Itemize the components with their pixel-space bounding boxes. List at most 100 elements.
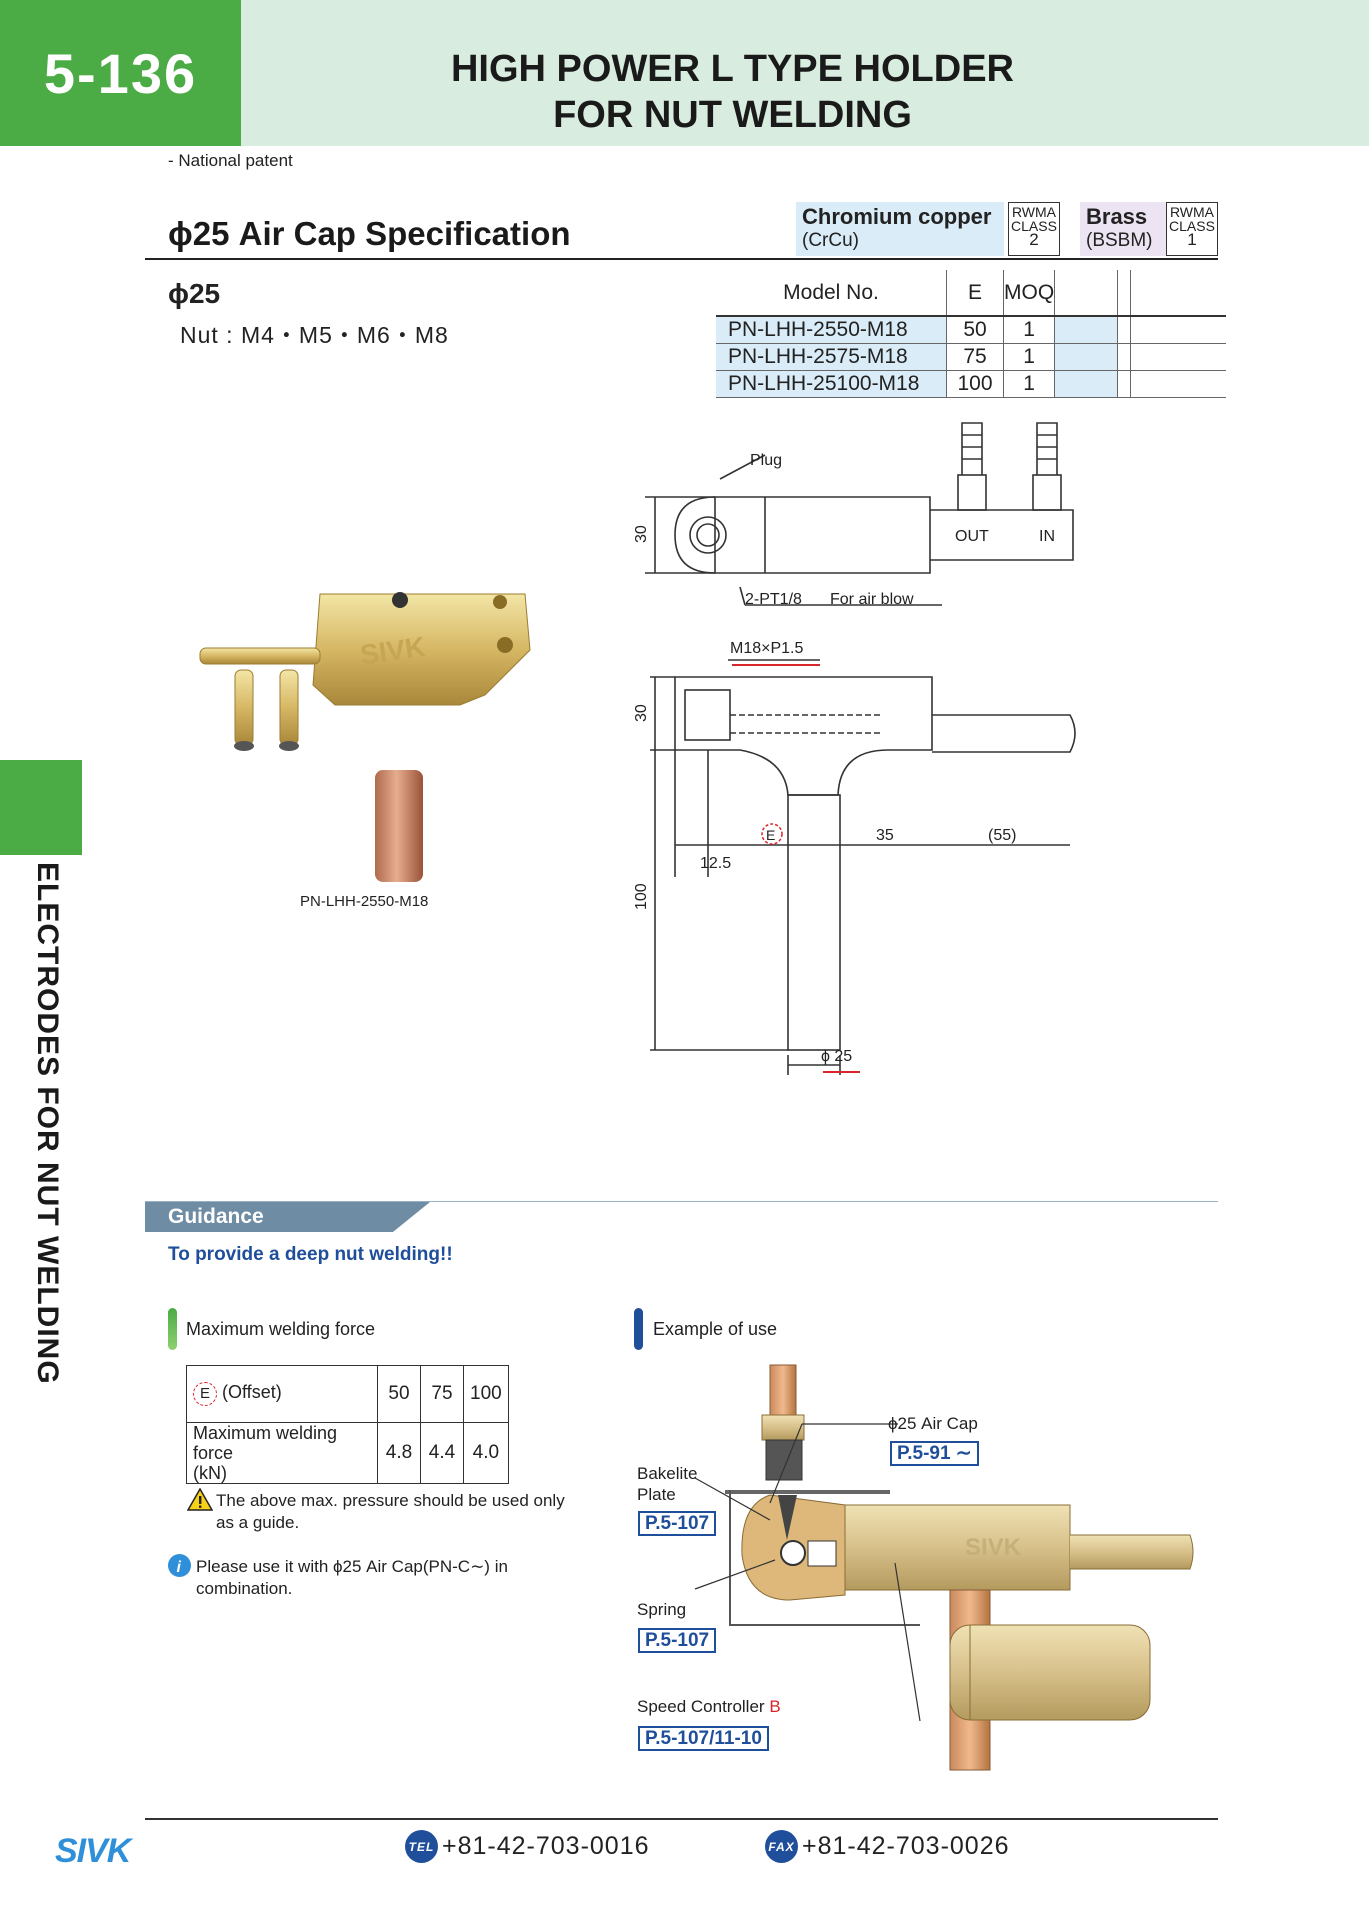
speed-controller-page-link[interactable]: P.5-107/11-10 [638,1726,769,1751]
warning-icon [187,1488,213,1511]
air-nipple-lower-1 [234,669,254,746]
footer-logo: SIVK [55,1832,131,1870]
tel-contact: TEL +81-42-703-0016 [405,1830,650,1863]
dim-e-label: E [766,827,775,843]
offset-value: 75 [420,1365,464,1423]
offset-label: (Offset) [222,1382,282,1402]
spring-page-link[interactable]: P.5-107 [638,1628,717,1653]
side-view-shank [787,794,841,1051]
in-label: IN [1039,528,1055,545]
air-port-out [957,474,987,511]
technical-drawing: Plug 2-PT1/8 For air blow OUT IN M18×P1.… [633,422,1076,1075]
model-cell: PN-LHH-2575-M18 [716,343,947,371]
side-view-nipple [932,714,1076,753]
spec-title: ϕ25 Air Cap Specification [168,215,571,252]
fax-contact: FAX +81-42-703-0026 [765,1830,1010,1863]
air-nipple-upper [199,647,321,665]
svg-text:i: i [177,1559,182,1576]
barb-in [1036,422,1058,475]
force-label-cell: Maximum welding force (kN) [186,1422,378,1484]
page-title-line-1: HIGH POWER L TYPE HOLDER [450,48,1014,90]
info-icon: i [168,1554,191,1577]
bakelite-plate [729,1490,920,1626]
col-model-header: Model No. [716,270,947,317]
air-cap-page-link[interactable]: P.5-91 ∼ [890,1441,979,1466]
e-cell: 100 [946,370,1004,398]
force-label: Maximum welding force [193,1423,338,1463]
warning-line-2: as a guide. [216,1513,300,1532]
dim-12-5: 12.5 [700,855,731,872]
patent-note: - National patent [168,151,293,170]
top-view-nose [674,496,716,574]
force-section-title: Maximum welding force [186,1319,376,1339]
air-cap [765,1439,803,1481]
guidance-rule [145,1201,1218,1202]
holder-body [844,1504,1071,1591]
dim-30-top: 30 [633,525,650,543]
model-cell: PN-LHH-25100-M18 [716,370,947,398]
guidance-banner: Guidance [145,1202,430,1232]
model-cell: PN-LHH-2550-M18 [716,316,947,344]
warning-line-1: The above max. pressure should be used o… [216,1491,565,1510]
nipple-opening-icon [234,741,254,751]
fax-number[interactable]: +81-42-703-0026 [802,1832,1010,1860]
lower-electrode-holder [949,1624,1151,1721]
force-unit: (kN) [193,1463,227,1483]
divider-cell [1117,343,1131,371]
side-view-nut-pocket [684,689,731,741]
dim-30-side: 30 [633,704,650,722]
page-title-line-2: FOR NUT WELDING [553,94,912,136]
nipple-opening-icon [279,741,299,751]
info-line-1: Please use it with ϕ25 Air Cap(PN-C∼) in [196,1557,508,1576]
spec-table: Model No. E MOQ PN-LHH-2550-M18 50 1 PN-… [716,270,1227,398]
force-value: 4.4 [420,1422,464,1484]
bakelite-label-line-2: Plate [637,1485,676,1504]
tel-number[interactable]: +81-42-703-0016 [442,1832,650,1860]
plug-label: Plug [750,452,782,469]
page-number: 5-136 [0,0,241,146]
thread-hole-icon [493,595,507,609]
material-chromium-code: (CrCu) [802,230,859,251]
side-tab-label: ELECTRODES FOR NUT WELDING [31,862,64,1385]
spec-rule [145,258,1218,260]
rwma-class-label: RWMA CLASS [1011,204,1057,234]
example-section-bar [634,1308,643,1350]
e-dimension-marker [761,823,783,845]
dim-phi25: ϕ 25 [821,1048,852,1065]
chromium-cell [1054,370,1118,398]
speed-controller-text: Speed Controller [637,1697,765,1716]
product-caption: PN-LHH-2550-M18 [300,893,429,910]
moq-cell: 1 [1002,316,1055,344]
rwma-class-value: 1 [1187,230,1197,249]
fax-icon: FAX [765,1830,798,1863]
nut-sizes: Nut : M4・M5・M6・M8 [180,322,449,348]
bakelite-label-line-1: Bakelite [637,1464,698,1483]
material-brass-code: (BSBM) [1086,230,1153,251]
e-cell: 50 [946,316,1004,344]
bakelite-page-link[interactable]: P.5-107 [638,1511,717,1536]
example-logo: SIVK [965,1534,1022,1561]
col-brass-header [1130,270,1227,317]
offset-value: 50 [377,1365,421,1423]
upper-electrode [769,1364,797,1416]
speed-controller-suffix: B [769,1697,781,1716]
divider-cell [1117,316,1131,344]
brass-cell [1130,316,1227,344]
offset-value: 100 [463,1365,509,1423]
material-brass: Brass (BSBM) [1080,202,1170,256]
footer-rule [145,1818,1218,1820]
phone-icon: TEL [405,1830,438,1863]
moq-cell: 1 [1002,370,1055,398]
table-row: PN-LHH-2575-M18 75 1 [716,343,1227,371]
rwma-class-chromium: RWMA CLASS 2 [1008,202,1060,256]
thread-label: M18×P1.5 [730,640,803,657]
air-nipple-lower-2 [279,669,299,746]
table-row: PN-LHH-2550-M18 50 1 [716,316,1227,344]
force-value: 4.0 [463,1422,509,1484]
rwma-class-value: 2 [1029,230,1039,249]
dim-100: 100 [633,883,650,910]
top-view-hole [689,516,727,554]
speed-controller-label: Speed Controller B [637,1697,781,1717]
top-view-body [714,496,931,574]
brass-body [312,593,531,706]
